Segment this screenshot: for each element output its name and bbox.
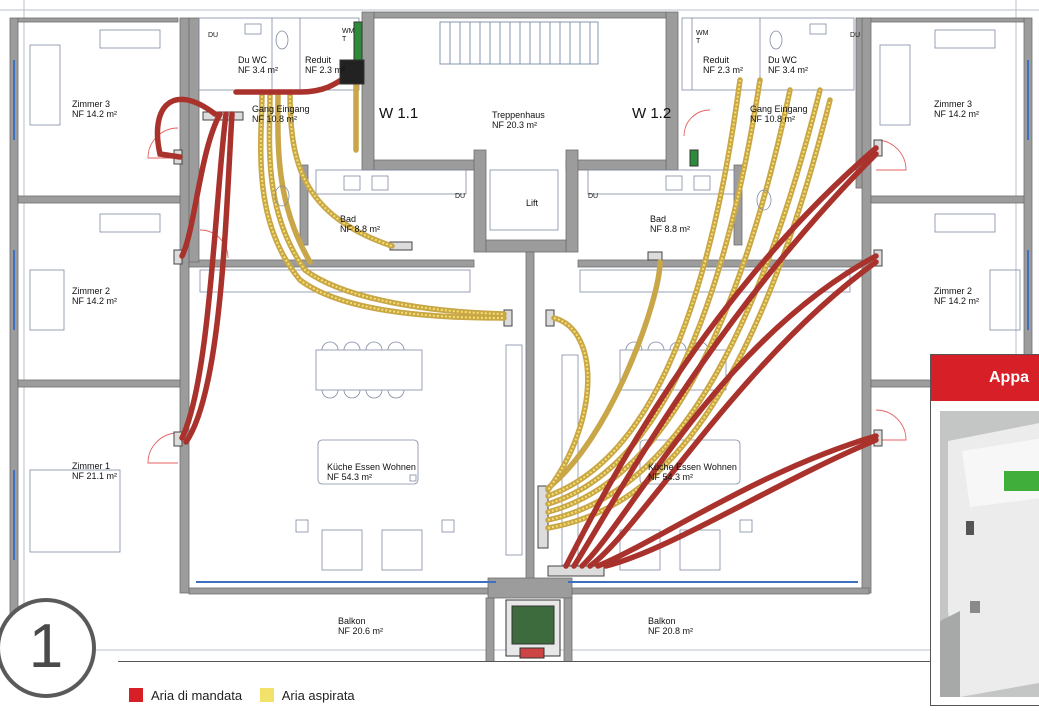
fixture-tag-du-left-bath: DU [455, 193, 466, 200]
ventilation-unit [339, 21, 699, 659]
legend-swatch-extract [259, 688, 274, 702]
walls [9, 11, 1033, 662]
sanitary-fixtures [244, 23, 827, 211]
legend-item-supply: Aria di mandata [129, 688, 242, 704]
fixture-tag-du-right-bath: DU [588, 193, 599, 200]
fixture-tag-du-left-top: DU [208, 32, 219, 39]
dining-table-left [315, 341, 423, 485]
unit-label-right: W 1.2 [632, 105, 672, 122]
step-number: 1 [28, 612, 64, 681]
staircase [439, 21, 599, 65]
step-badge: 1 [0, 598, 96, 698]
legend-swatch-supply [129, 688, 143, 702]
fixture-tag-du-right-top: DU [850, 32, 861, 39]
supply-ducts [154, 67, 879, 569]
bottom-rule [118, 661, 1039, 662]
extract-ducts-inner [259, 79, 831, 529]
windows [13, 60, 1029, 583]
device-panel: Appa [930, 354, 1039, 706]
unit-label-left: W 1.1 [379, 105, 419, 122]
legend-label-extract: Aria aspirata [281, 688, 355, 703]
room-label-lift: Lift [526, 198, 539, 208]
legend: Aria di mandata Aria aspirata [129, 688, 369, 704]
device-photo [940, 411, 1039, 697]
legend-label-supply: Aria di mandata [151, 688, 243, 703]
legend-item-extract: Aria aspirata [259, 688, 355, 704]
panel-title: Appa [931, 355, 1039, 401]
